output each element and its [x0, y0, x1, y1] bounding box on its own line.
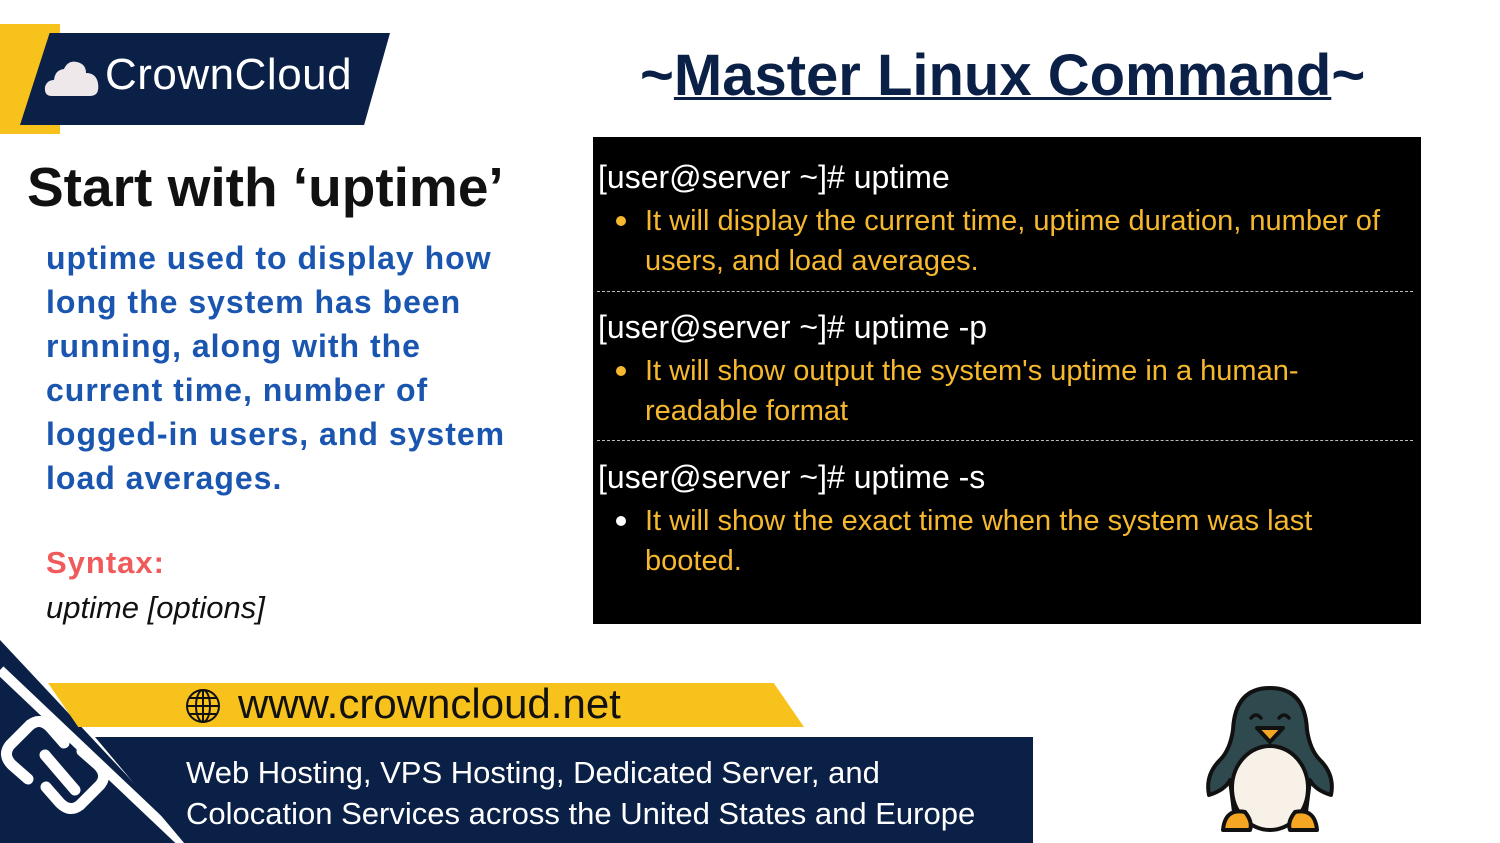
command-uptime: [user@server ~]# uptime: [598, 159, 950, 195]
syntax-label: Syntax:: [46, 545, 165, 580]
command-description: It will display the current time, uptime…: [645, 205, 1380, 277]
brand-name: CrownCloud: [105, 50, 353, 99]
linux-penguin-icon: [1206, 686, 1334, 832]
command-description: It will show the exact time when the sys…: [645, 505, 1313, 577]
url-banner: [48, 683, 804, 727]
cloud-icon: [44, 61, 99, 96]
description: uptime used to display how long the syst…: [46, 240, 506, 496]
bullet-icon: [616, 216, 626, 226]
page-title: ~Master Linux Command~: [640, 43, 1366, 108]
globe-icon: [186, 689, 220, 723]
services-text: Web Hosting, VPS Hosting, Dedicated Serv…: [186, 755, 976, 831]
command-uptime-p: [user@server ~]# uptime -p: [598, 309, 988, 345]
website-link[interactable]: www.crowncloud.net: [238, 680, 621, 727]
link-icon: [1, 716, 109, 814]
bullet-icon: [616, 516, 626, 526]
command-description: It will show output the system's uptime …: [645, 355, 1299, 427]
terminal-panel: [user@server ~]# uptime It will display …: [593, 137, 1421, 624]
section-heading: Start with ‘uptime’: [27, 156, 504, 218]
syntax-value: uptime [options]: [46, 590, 265, 625]
bullet-icon: [616, 366, 626, 376]
divider: [597, 440, 1413, 441]
divider: [597, 291, 1413, 292]
command-uptime-s: [user@server ~]# uptime -s: [598, 459, 986, 495]
services-banner: [95, 737, 1033, 843]
